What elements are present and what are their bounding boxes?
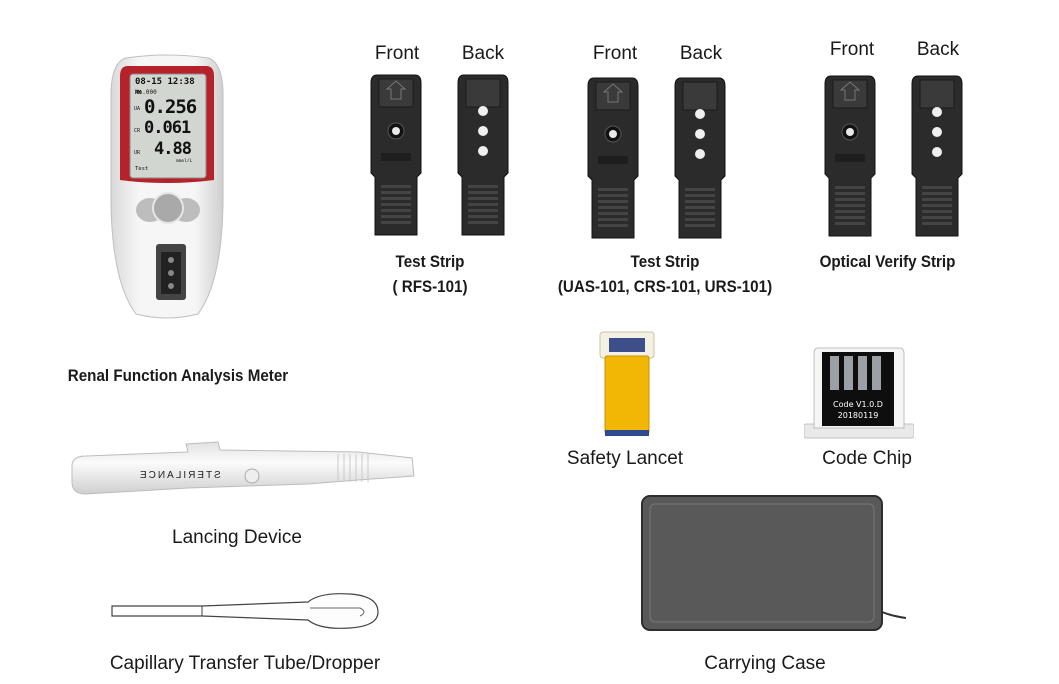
strip1-back <box>456 73 510 239</box>
strip2-front-label: Front <box>592 43 638 64</box>
strip3-front-label: Front <box>829 39 875 60</box>
screen-no-value: 000 <box>145 89 157 96</box>
screen-unit: mmol/L <box>176 159 193 164</box>
carrying-case <box>640 494 910 632</box>
strip3-back-label: Back <box>916 39 960 60</box>
strip2-subtitle: (UAS-101, CRS-101, URS-101) <box>557 278 773 296</box>
strip3-front <box>823 74 877 240</box>
screen-date: 08-15 <box>135 77 163 87</box>
strip2-back <box>673 76 727 242</box>
code-chip: Code V1.0.D 20180119 <box>803 344 915 440</box>
code-chip-label: Code Chip <box>822 448 912 469</box>
strip1-front <box>369 73 423 239</box>
strip3-back <box>910 74 964 240</box>
safety-lancet <box>597 330 657 440</box>
dropper-label: Capillary Transfer Tube/Dropper <box>109 653 381 674</box>
screen-ampm: PM <box>135 90 142 96</box>
screen-cr-label: CR <box>134 128 141 134</box>
strip2-front <box>586 76 640 242</box>
screen-ur-value: 4.88 <box>154 139 192 159</box>
screen-ur-label: UR <box>134 150 141 156</box>
strip1-back-label: Back <box>461 43 505 64</box>
screen-time: 12:38 <box>167 77 195 87</box>
strip1-front-label: Front <box>374 43 420 64</box>
safety-lancet-label: Safety Lancet <box>566 448 684 469</box>
renal-meter: 08-15 12:38 PM No.000 UA 0.256 CR 0.061 … <box>106 52 228 320</box>
strip2-back-label: Back <box>679 43 723 64</box>
strip3-title: Optical Verify Strip <box>819 253 956 271</box>
lancing-device: STERILANCE <box>68 436 416 502</box>
strip2-title: Test Strip <box>630 253 700 271</box>
lancing-device-label: Lancing Device <box>172 527 302 548</box>
meter-label: Renal Function Analysis Meter <box>67 367 289 385</box>
meter-screen: 08-15 12:38 PM No.000 UA 0.256 CR 0.061 … <box>132 76 204 176</box>
strip1-subtitle: ( RFS-101) <box>392 278 468 296</box>
screen-cr-value: 0.061 <box>144 118 191 138</box>
dropper <box>110 590 382 632</box>
code-chip-line1: Code V1.0.D <box>833 400 883 409</box>
lancing-device-brand: STERILANCE <box>138 470 221 481</box>
screen-no-label: No. <box>135 89 146 96</box>
screen-ua-value: 0.256 <box>144 96 197 118</box>
code-chip-line2: 20180119 <box>837 411 879 420</box>
screen-ua-label: UA <box>134 106 141 112</box>
strip1-title: Test Strip <box>395 253 465 271</box>
carrying-case-label: Carrying Case <box>704 653 826 674</box>
screen-test-label: Test <box>135 166 149 172</box>
meter-body-graphic <box>110 54 224 319</box>
